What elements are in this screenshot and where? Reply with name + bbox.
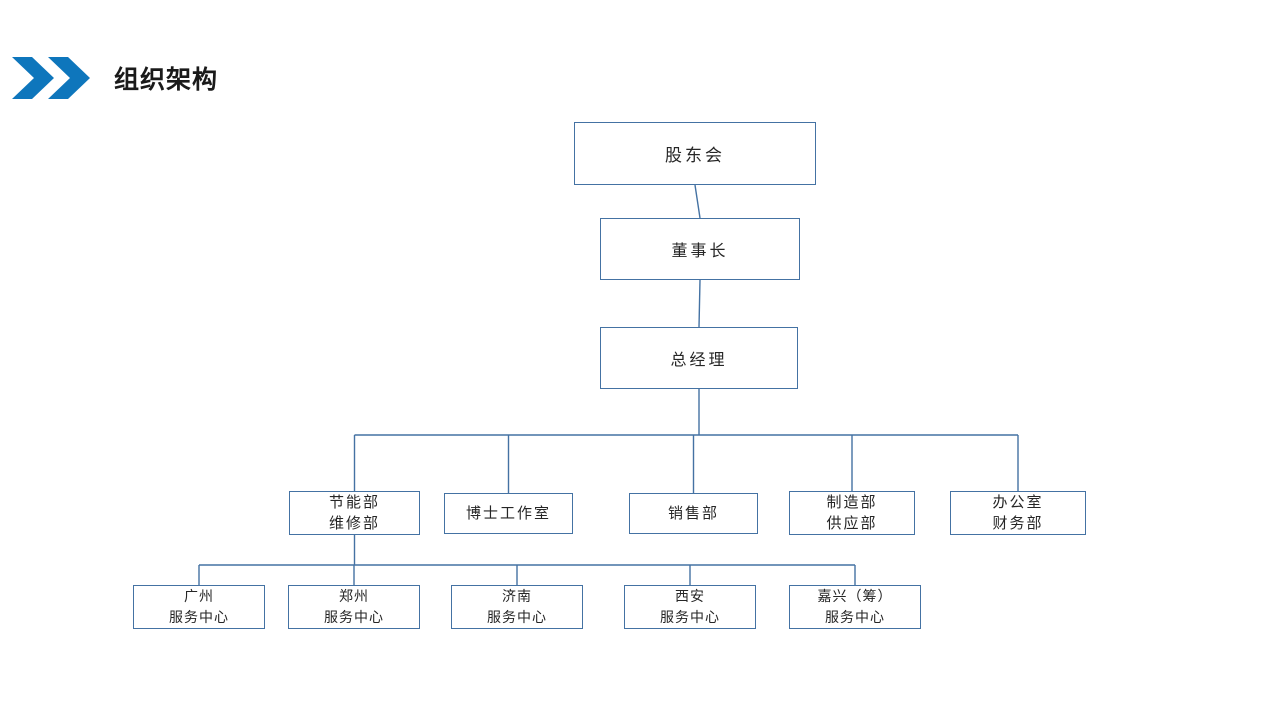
org-node[interactable]: 节能部维修部 — [289, 491, 420, 535]
org-node-label: 济南 — [502, 588, 532, 604]
org-node-label: 服务中心 — [169, 609, 229, 625]
connector-n2-n3 — [698, 279, 701, 328]
org-node-label: 郑州 — [339, 588, 369, 604]
org-node-label: 制造部 — [826, 494, 878, 511]
org-node-label: 董事长 — [671, 243, 729, 260]
chevron-second — [48, 57, 90, 99]
org-node[interactable]: 董事长 — [600, 218, 800, 280]
org-node-label: 博士工作室 — [465, 505, 551, 522]
org-node-label: 供应部 — [826, 515, 878, 532]
org-node-label: 西安 — [675, 588, 705, 604]
org-node-label: 服务中心 — [487, 609, 547, 625]
org-node-label: 财务部 — [992, 515, 1044, 532]
page-title: 组织架构 — [114, 66, 219, 94]
org-node[interactable]: 总经理 — [600, 327, 798, 389]
org-node-label: 股东会 — [665, 146, 725, 165]
org-node[interactable]: 制造部供应部 — [789, 491, 915, 535]
org-node[interactable]: 股东会 — [574, 122, 816, 185]
double-chevron-right-icon — [12, 57, 90, 99]
org-node-label: 服务中心 — [324, 609, 384, 625]
org-node-label: 节能部 — [328, 494, 380, 511]
org-node[interactable]: 郑州服务中心 — [288, 585, 420, 629]
org-node[interactable]: 嘉兴（筹） 服务中心 — [789, 585, 921, 629]
org-node-label: 销售部 — [667, 505, 719, 522]
org-node[interactable]: 办公室财务部 — [950, 491, 1086, 535]
org-node-label: 嘉兴（筹） — [817, 588, 893, 604]
connector-n1-n2 — [694, 184, 701, 219]
org-node-label: 总经理 — [670, 352, 728, 369]
chevron-first — [12, 57, 54, 99]
org-node[interactable]: 西安服务中心 — [624, 585, 756, 629]
org-node-label: 维修部 — [328, 515, 380, 532]
slide-header: 组织架构 — [0, 0, 1280, 130]
org-node[interactable]: 济南服务中心 — [451, 585, 583, 629]
org-node-label: 服务中心 — [660, 609, 720, 625]
org-node[interactable]: 博士工作室 — [444, 493, 573, 534]
org-node-label: 办公室 — [992, 494, 1044, 511]
org-node[interactable]: 广州服务中心 — [133, 585, 265, 629]
org-node[interactable]: 销售部 — [629, 493, 758, 534]
org-node-label: 广州 — [184, 588, 214, 604]
org-node-label: 服务中心 — [825, 609, 885, 625]
